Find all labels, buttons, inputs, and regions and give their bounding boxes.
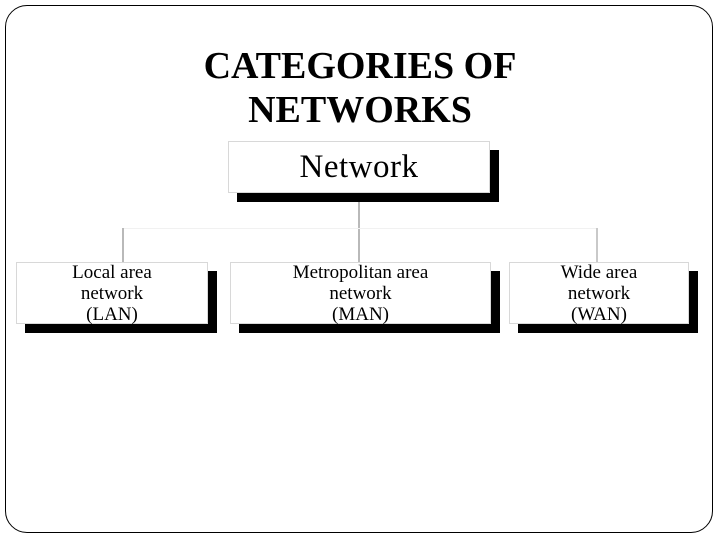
node-local-area-network-label: Local area network (LAN) [72, 261, 152, 325]
node-local-area-network[interactable]: Local area network (LAN) [16, 261, 208, 325]
node-wide-area-network-label: Wide area network (WAN) [560, 261, 638, 325]
node-metropolitan-area-network-label: Metropolitan area network (MAN) [292, 261, 429, 325]
node-network-label: Network [299, 149, 419, 185]
node-wide-area-network[interactable]: Wide area network (WAN) [509, 261, 689, 325]
page-title: CATEGORIES OF NETWORKS [203, 45, 517, 131]
slide-border-frame [5, 5, 713, 533]
connector-drop-lan [122, 228, 124, 264]
connector-crossbar [122, 228, 598, 229]
connector-drop-wan [596, 228, 598, 264]
node-metropolitan-area-network[interactable]: Metropolitan area network (MAN) [230, 261, 491, 325]
node-network[interactable]: Network [228, 141, 490, 193]
connector-stem-root-to-crossbar [358, 196, 360, 262]
